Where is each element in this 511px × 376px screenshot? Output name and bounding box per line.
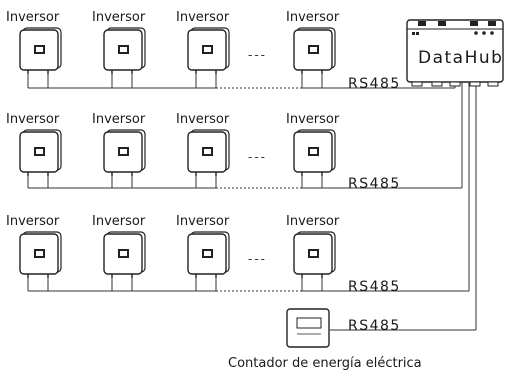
ellipsis: ---: [248, 48, 267, 62]
datahub-label: DataHub: [418, 48, 504, 68]
inverter-icon: [103, 27, 146, 74]
inverter-icon: [293, 27, 336, 74]
rs485-label: RS485: [348, 76, 401, 92]
inverter-label: Inversor: [286, 112, 340, 127]
port-icon: [487, 81, 499, 87]
inverter-label: Inversor: [92, 112, 146, 127]
port-icon: [431, 81, 443, 87]
inverter-icon: [103, 231, 146, 278]
ellipsis: ---: [248, 150, 267, 164]
inverter-icon: [103, 129, 146, 176]
led-icon: [490, 31, 494, 35]
inverter-label: Inversor: [6, 10, 60, 25]
rs485-label: RS485: [348, 279, 401, 295]
inverter-label: Inversor: [92, 214, 146, 229]
inverter-label: Inversor: [6, 112, 60, 127]
rs485-label: RS485: [348, 318, 401, 334]
inverter-icon: [187, 27, 230, 74]
port-icon: [449, 81, 461, 87]
inverter-label: Inversor: [176, 214, 230, 229]
rs485-label: RS485: [348, 176, 401, 192]
port-icon: [469, 81, 481, 87]
inverter-icon: [293, 129, 336, 176]
port-icon: [411, 81, 423, 87]
led-icon: [474, 31, 478, 35]
inverter-icon: [19, 27, 62, 74]
inverter-icon: [19, 231, 62, 278]
inverter-icon: [293, 231, 336, 278]
led-icon: [482, 31, 486, 35]
inverter-icon: [187, 129, 230, 176]
inverter-label: Inversor: [6, 214, 60, 229]
ellipsis: ---: [248, 252, 267, 266]
inverter-label: Inversor: [286, 10, 340, 25]
inverter-label: Inversor: [176, 112, 230, 127]
inverter-icon: [19, 129, 62, 176]
inverter-icon: [187, 231, 230, 278]
inverter-label: Inversor: [286, 214, 340, 229]
inverter-label: Inversor: [176, 10, 230, 25]
meter-caption: Contador de energía eléctrica: [228, 356, 422, 371]
inverter-label: Inversor: [92, 10, 146, 25]
